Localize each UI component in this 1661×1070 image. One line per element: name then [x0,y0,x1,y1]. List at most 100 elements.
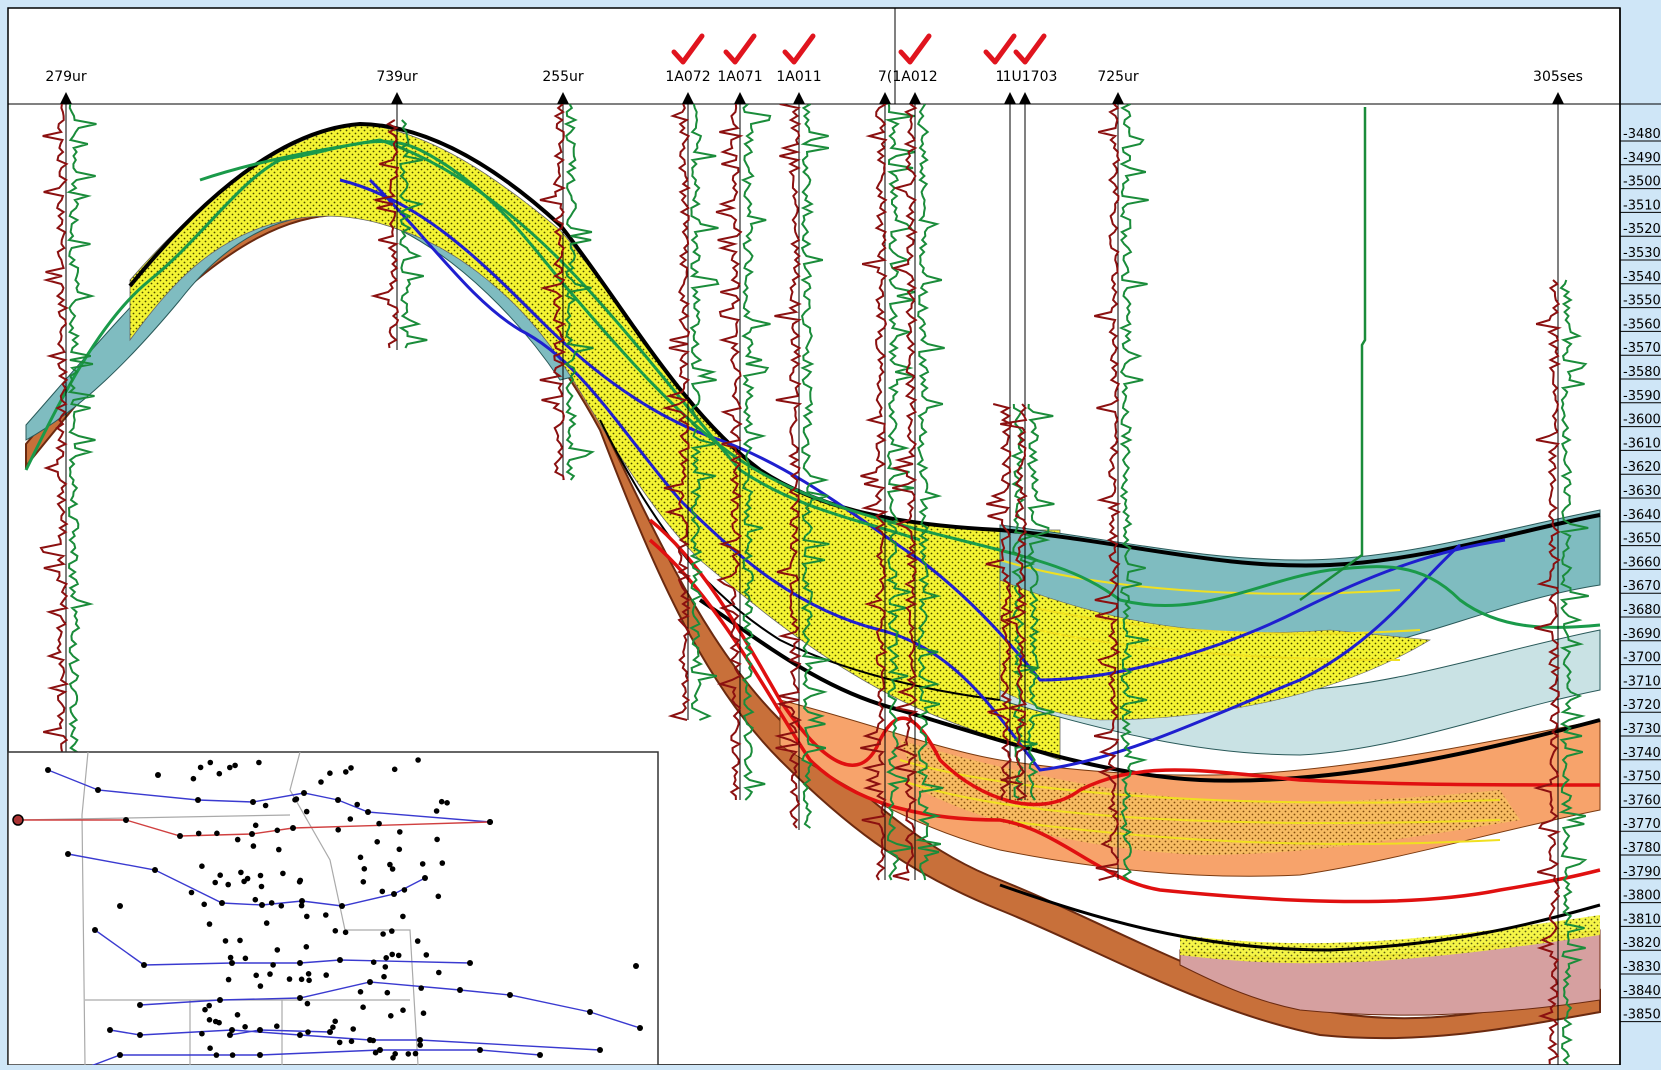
gamma-log [884,104,916,881]
well-label[interactable]: 1A011 [776,69,821,85]
map-profile-node [92,927,98,933]
well-marker-icon [793,92,805,104]
location-map-inset[interactable] [7,751,659,1070]
map-well-dot [350,1026,357,1032]
map-well-dot [401,887,408,893]
map-well-dot [434,836,440,843]
yellow-sand-right [999,579,1431,721]
map-profile-node [137,1002,143,1008]
map-well-dot [253,972,259,979]
map-profile-node [537,1052,543,1058]
map-well-dot [380,931,386,937]
map-well-dot [348,765,354,771]
map-profile-line[interactable] [75,1049,541,1070]
map-well-dot [280,870,286,877]
depth-label: -3620 [1623,460,1661,475]
map-well-dot [276,846,282,853]
well-label[interactable]: 1A072 [665,69,710,85]
map-well-dot [383,955,390,961]
well-label[interactable]: 725ur [1097,69,1139,85]
map-profile-line[interactable] [67,853,426,907]
map-well-dot [418,985,425,991]
gamma-log [689,104,720,721]
map-well-dot [212,879,218,886]
resistivity-log [370,119,400,349]
map-boundary [17,814,291,821]
well-marker-icon [1004,92,1016,104]
map-profile-node [297,960,303,966]
map-well-dot [207,759,214,766]
map-profile-line[interactable] [139,981,641,1029]
resistivity-log [1000,403,1028,801]
depth-label: -3720 [1623,698,1661,713]
map-well-dot [439,860,446,866]
map-well-dot [306,977,312,984]
map-well-dot [390,1055,396,1061]
map-well-dot [382,964,389,970]
well-label[interactable]: 305ses [1533,69,1583,85]
map-profile-line[interactable] [47,769,491,823]
well-label[interactable]: 255ur [542,69,584,85]
map-well-dot [258,883,265,890]
well-marker-icon [1552,92,1564,104]
map-profile-node [219,900,225,906]
map-well-dot [195,830,202,837]
map-well-dot [396,846,403,853]
map-well-dot [354,801,361,808]
map-well-dot [234,836,241,843]
depth-label: -3550 [1623,294,1661,309]
map-well-dot [263,920,270,926]
map-well-dot [343,769,349,775]
map-well-dot [381,973,387,980]
resistivity-log [774,104,803,829]
map-well-dot [155,772,161,778]
depth-label: -3830 [1623,960,1661,975]
map-well-dot [262,802,269,809]
resistivity-log [890,104,919,881]
map-well-dot [274,947,281,953]
resistivity-log [661,104,692,721]
well-label[interactable]: 1A071 [717,69,762,85]
well-label[interactable]: 1A012 [892,69,937,85]
depth-label: -3490 [1623,151,1661,166]
map-well-dot [387,861,393,868]
map-well-dot [327,770,333,776]
resistivity-log [715,104,744,801]
map-profile-node [257,1052,263,1058]
map-profile-node [587,1009,593,1015]
depth-label: -3610 [1623,436,1661,451]
black-horizon-low [999,883,1601,952]
well-label[interactable]: 1U1703 [1003,69,1058,85]
depth-label: -3700 [1623,651,1661,666]
resistivity-log [539,104,567,481]
map-well-dot [202,1006,208,1013]
resistivity-log [860,104,889,881]
map-well-dot [256,759,262,766]
depth-label: -3850 [1623,1008,1661,1023]
resistivity-log [39,104,70,761]
map-profile-node [337,957,343,963]
map-well-dot [303,808,310,815]
gamma-log [915,104,945,881]
well-label[interactable]: 279ur [45,69,87,85]
depth-label: -3580 [1623,365,1661,380]
depth-label: -3480 [1623,127,1661,142]
gamma-log [1026,403,1055,801]
map-profile-node [301,790,307,796]
map-well-dot [372,1049,379,1056]
well-label[interactable]: 7( [878,69,892,85]
well-label[interactable]: 1 [996,69,1005,85]
map-well-dot [225,881,231,888]
map-profile-node [195,797,201,803]
map-well-dot [370,959,377,965]
well-label[interactable]: 739ur [376,69,418,85]
checkmark-icon [671,33,705,65]
map-well-dot [342,929,349,936]
depth-label: -3530 [1623,246,1661,261]
map-profile-node [365,809,371,815]
map-profile-line[interactable] [94,929,471,966]
map-well-dot [252,896,259,903]
map-well-dot [303,944,310,950]
map-well-dot [633,963,639,969]
